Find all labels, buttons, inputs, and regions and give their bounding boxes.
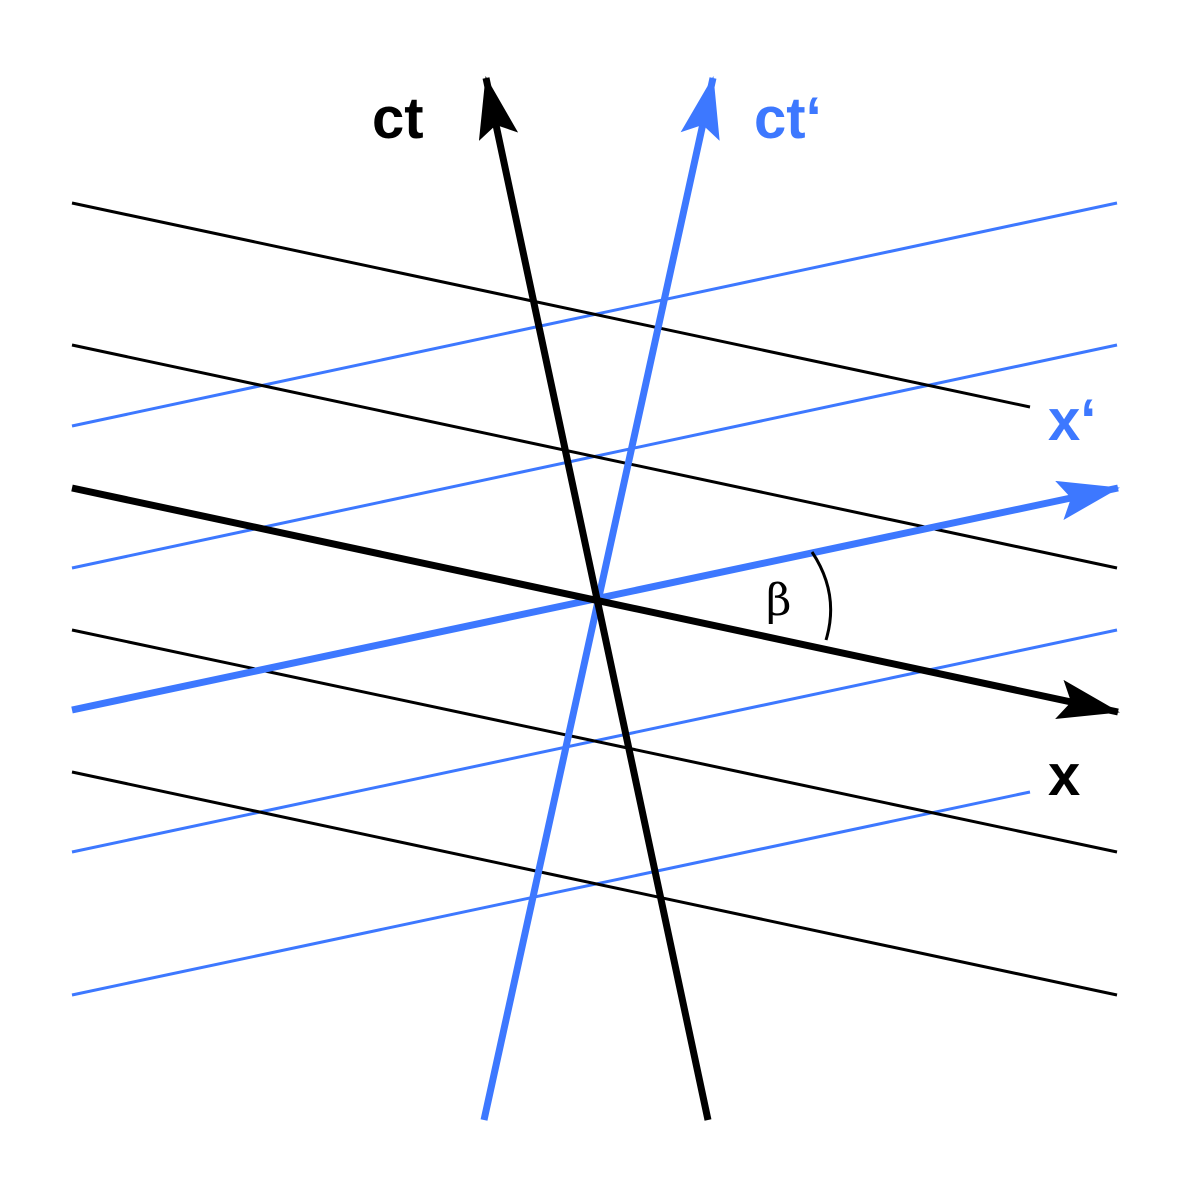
rest-grid-line-3 bbox=[71, 628, 1118, 854]
ct-axis-label: ct bbox=[372, 86, 424, 151]
ct-prime-axis-label: ct‘ bbox=[754, 86, 822, 151]
rest-grid-line-1 bbox=[71, 201, 1031, 409]
x-axis-label: x bbox=[1048, 743, 1080, 808]
x-axis bbox=[71, 484, 1120, 719]
rest-grid-line-2 bbox=[71, 343, 1118, 570]
beta-angle-label: β bbox=[766, 575, 791, 626]
angle-arc bbox=[810, 551, 833, 641]
moving-grid-line-4 bbox=[71, 790, 1031, 997]
x-prime-axis-label: x‘ bbox=[1048, 388, 1096, 453]
rest-frame-grid bbox=[71, 201, 1118, 997]
rest-grid-line-4 bbox=[71, 770, 1118, 997]
